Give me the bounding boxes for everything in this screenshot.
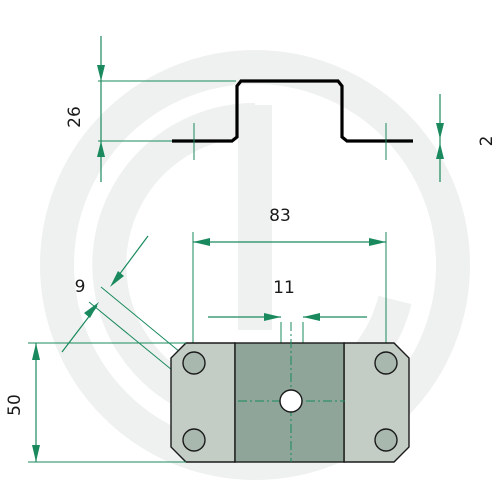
bracket-plate (170, 322, 410, 463)
hole-spacing-label: 83 (269, 206, 291, 226)
dimension-hole-diameter: 9 (61, 235, 181, 371)
hole-diameter-label: 9 (75, 277, 86, 297)
profile-view: 26 2 (65, 36, 497, 182)
thickness-label: 2 (477, 136, 497, 147)
dimension-hole-spacing: 83 (193, 206, 386, 246)
dimension-plate-height: 50 (5, 343, 40, 462)
mounting-hole-top-right (374, 351, 398, 375)
mounting-hole-bottom-left (182, 428, 206, 452)
mounting-hole-bottom-right (374, 428, 398, 452)
dimension-center-hole: 11 (208, 278, 367, 345)
mounting-hole-top-left (182, 351, 206, 375)
center-hole-label: 11 (273, 278, 295, 298)
dimension-profile-height: 26 (65, 36, 105, 182)
bracket-profile (172, 79, 413, 143)
center-hole (279, 389, 303, 413)
profile-height-label: 26 (65, 106, 85, 128)
plan-view: 83 11 9 (5, 206, 410, 463)
dimension-thickness: 2 (436, 94, 497, 182)
plate-height-label: 50 (5, 394, 25, 416)
